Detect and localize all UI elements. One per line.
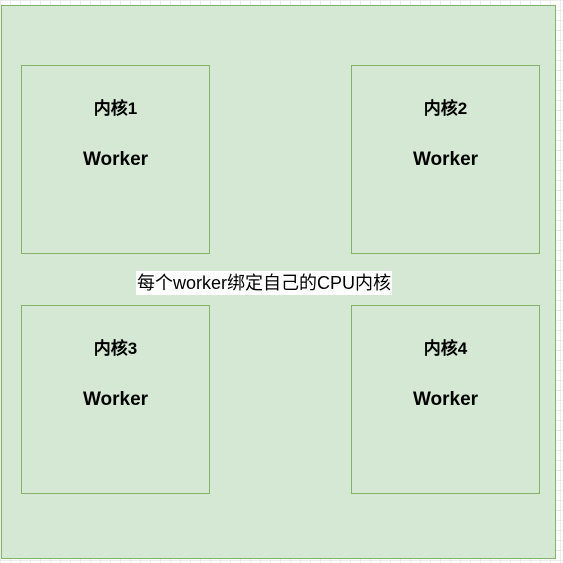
core-4-worker-label: Worker	[412, 389, 479, 410]
core-3-title: 内核3	[93, 339, 138, 358]
core-2-box: 内核2 Worker	[351, 65, 540, 254]
core-3-worker-label: Worker	[82, 389, 149, 410]
core-1-worker-label: Worker	[82, 149, 149, 170]
core-2-title: 内核2	[423, 99, 468, 118]
core-1-title: 内核1	[93, 99, 138, 118]
core-4-box: 内核4 Worker	[351, 305, 540, 494]
core-3-box: 内核3 Worker	[21, 305, 210, 494]
diagram-caption: 每个worker绑定自己的CPU内核	[136, 271, 393, 295]
diagram-container: 内核1 Worker 内核2 Worker 内核3 Worker 内核4 Wor…	[1, 5, 556, 559]
core-4-title: 内核4	[423, 339, 468, 358]
core-1-box: 内核1 Worker	[21, 65, 210, 254]
core-2-worker-label: Worker	[412, 149, 479, 170]
